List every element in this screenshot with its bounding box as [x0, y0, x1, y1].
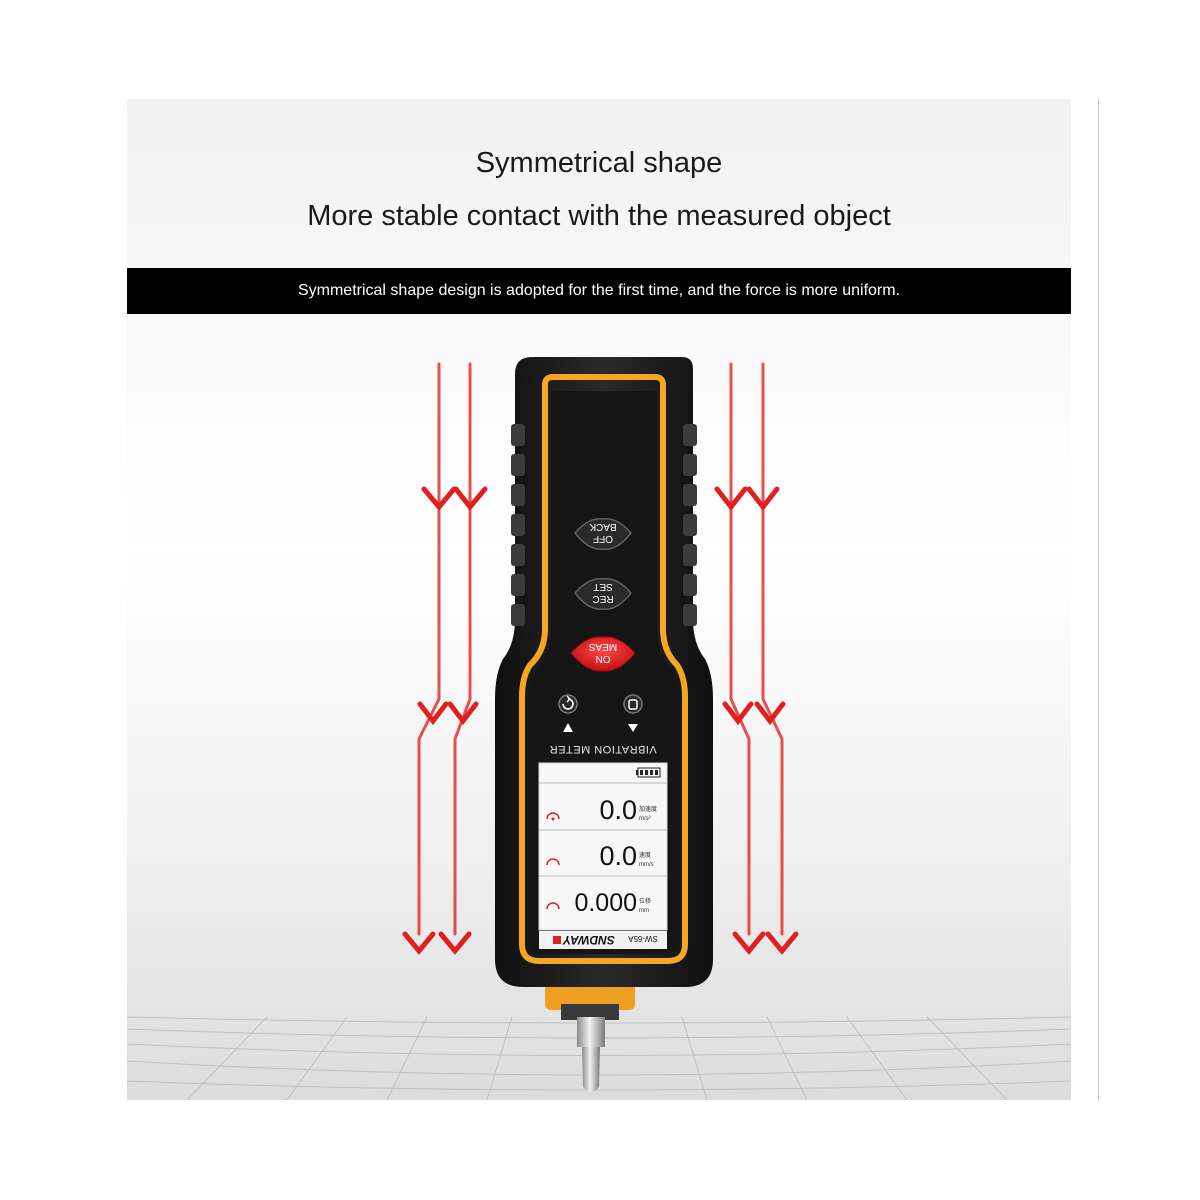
title-line-2: More stable contact with the measured ob…: [307, 200, 891, 232]
caption-banner: Symmetrical shape design is adopted for …: [127, 268, 1071, 314]
title-line-1: Symmetrical shape: [475, 147, 723, 179]
model-number: SW-65A: [628, 934, 658, 943]
up-triangle-icon: [563, 723, 573, 732]
gauge-icon: [546, 902, 560, 910]
velocity-unit: mm/s: [639, 862, 654, 868]
brand-logo: SNDWAY: [562, 933, 615, 947]
acceleration-label: 加速度: [639, 805, 657, 813]
battery-icon: [636, 767, 661, 778]
rec-set-button[interactable]: REC SET: [574, 578, 632, 610]
illustration-scene: OFF BACK REC SET ON MEAS: [127, 357, 1071, 1100]
displacement-unit: mm: [639, 908, 649, 914]
acceleration-value: 0.0: [599, 795, 637, 825]
hold-icon: [628, 699, 638, 710]
brand-strip: SNDWAY SW-65A: [539, 931, 667, 949]
product-panel: Symmetrical shape More stable contact wi…: [127, 99, 1071, 1100]
brand-mark-icon: [553, 936, 561, 944]
lcd-screen: 0.0 加速度 m/s² 0.0 速度 mm/s 0.000 位移 mm: [538, 762, 668, 931]
device-label: VIBRATION METER: [549, 743, 657, 755]
displacement-value: 0.000: [574, 889, 637, 917]
probe-tip: [545, 972, 635, 1092]
down-triangle-icon: [628, 724, 638, 732]
on-meas-button[interactable]: ON MEAS: [570, 636, 636, 672]
rotate-icon: [562, 695, 574, 710]
velocity-label: 速度: [639, 851, 651, 859]
left-force-arrows: [402, 362, 488, 955]
button-off-label: OFF: [593, 533, 613, 544]
button-set-label: SET: [593, 581, 612, 592]
gauge-icon: [546, 812, 560, 820]
off-back-button[interactable]: OFF BACK: [574, 518, 632, 550]
velocity-value: 0.0: [599, 841, 637, 871]
edge-divider: [1098, 99, 1099, 1100]
gauge-icon: [546, 858, 560, 866]
button-back-label: BACK: [589, 521, 617, 532]
button-on-label: ON: [596, 653, 611, 664]
right-force-arrows: [714, 362, 799, 955]
side-grips: [511, 424, 697, 626]
acceleration-unit: m/s²: [639, 816, 651, 822]
displacement-label: 位移: [639, 897, 651, 905]
rotate-button[interactable]: [558, 694, 578, 732]
button-rec-label: REC: [592, 593, 613, 604]
button-meas-label: MEAS: [589, 641, 618, 652]
hold-button[interactable]: [623, 694, 643, 732]
